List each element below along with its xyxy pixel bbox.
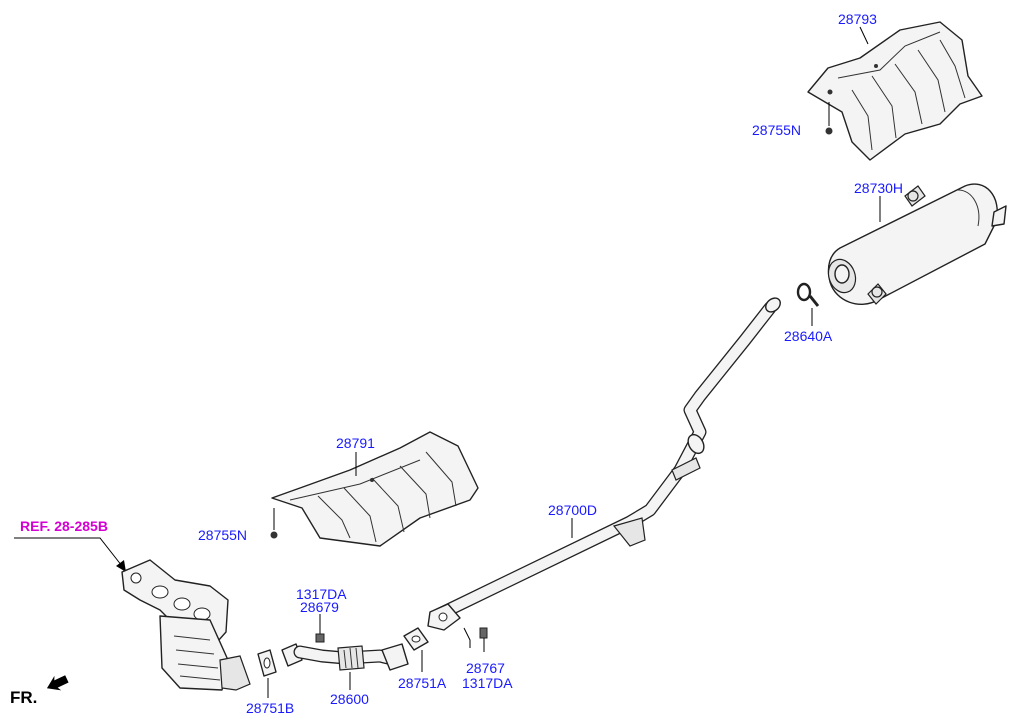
hanger-icon: [796, 282, 820, 307]
front-pipe: [281, 643, 409, 671]
label-nut-center[interactable]: 28755N: [198, 527, 247, 543]
gasket-front-icon: [257, 649, 277, 677]
label-heat-shield-rear[interactable]: 28793: [838, 11, 877, 27]
label-center-pipe[interactable]: 28700D: [548, 502, 597, 518]
label-hanger[interactable]: 28640A: [784, 328, 833, 344]
bolt-front-icon: [315, 614, 325, 643]
nut-rear-icon: [825, 102, 833, 135]
center-heat-shield: [271, 431, 479, 547]
exhaust-manifold: [121, 559, 251, 691]
label-bolt-mid[interactable]: 28767: [466, 660, 505, 676]
label-front-pipe[interactable]: 28600: [330, 691, 369, 707]
center-pipe: [427, 297, 781, 631]
label-gasket-mid[interactable]: 28751A: [398, 675, 447, 691]
label-heat-shield-center[interactable]: 28791: [336, 435, 375, 451]
label-nut-rear[interactable]: 28755N: [752, 122, 801, 138]
label-fr[interactable]: FR.: [10, 688, 37, 707]
label-nut-mid[interactable]: 1317DA: [462, 675, 513, 691]
arrow-down-right-icon: [14, 537, 126, 572]
label-gasket-front[interactable]: 28751B: [246, 700, 294, 716]
rear-heat-shield: [807, 21, 983, 161]
nut-center-icon: [270, 508, 278, 539]
leader-28793: [859, 26, 869, 45]
muffler: [827, 183, 1007, 305]
label-ref[interactable]: REF. 28-285B: [20, 518, 108, 534]
label-nut-front-top[interactable]: 1317DA: [296, 586, 347, 602]
label-bolt-front[interactable]: 28679: [300, 599, 339, 615]
arrow-left-icon: [46, 675, 69, 691]
bolt-mid-icon: [463, 627, 488, 652]
gasket-mid-icon: [403, 627, 429, 651]
label-muffler[interactable]: 28730H: [854, 180, 903, 196]
